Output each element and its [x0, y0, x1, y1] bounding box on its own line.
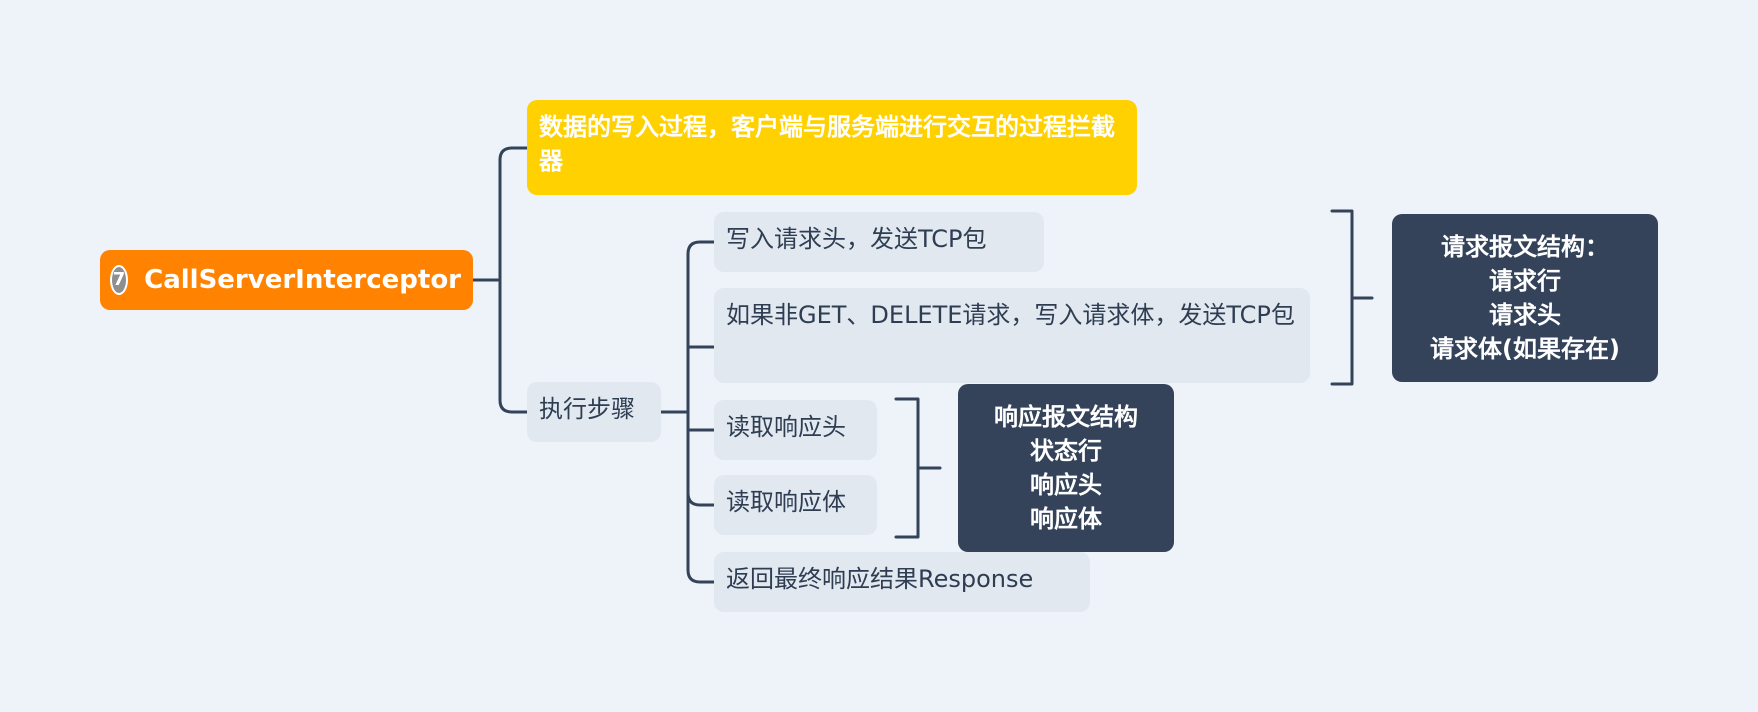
- root-node[interactable]: 7 CallServerInterceptor: [100, 250, 473, 310]
- connector-step-4: [686, 410, 716, 507]
- response-structure-line-3: 响应体: [1030, 505, 1102, 533]
- connector-step-1: [686, 240, 716, 414]
- description-node[interactable]: 数据的写入过程，客户端与服务端进行交互的过程拦截器: [527, 100, 1137, 195]
- request-structure-line-3: 请求体(如果存在): [1430, 335, 1620, 363]
- connector-root-description: [498, 146, 529, 282]
- step-item-1[interactable]: 写入请求头，发送TCP包: [714, 212, 1044, 272]
- root-label: CallServerInterceptor: [144, 265, 461, 295]
- response-bracket: [894, 397, 920, 539]
- request-structure-line-2: 请求头: [1489, 301, 1561, 329]
- request-structure-line-1: 请求行: [1489, 267, 1561, 295]
- request-bracket: [1330, 209, 1354, 386]
- step-item-5[interactable]: 返回最终响应结果Response: [714, 552, 1090, 612]
- step-item-4[interactable]: 读取响应体: [714, 475, 877, 535]
- steps-label: 执行步骤: [539, 395, 635, 423]
- response-structure-node[interactable]: 响应报文结构 状态行 响应头 响应体: [958, 384, 1174, 552]
- response-structure-title: 响应报文结构: [994, 403, 1138, 431]
- response-structure-line-1: 状态行: [1030, 437, 1102, 465]
- response-structure-line-2: 响应头: [1030, 471, 1102, 499]
- number-seven-icon: 7: [110, 265, 129, 295]
- description-text: 数据的写入过程，客户端与服务端进行交互的过程拦截器: [539, 113, 1115, 175]
- steps-node[interactable]: 执行步骤: [527, 382, 661, 442]
- step-item-5-label: 返回最终响应结果Response: [726, 565, 1034, 593]
- step-item-4-label: 读取响应体: [726, 488, 846, 516]
- step-item-2-label: 如果非GET、DELETE请求，写入请求体，发送TCP包: [726, 301, 1295, 329]
- step-item-1-label: 写入请求头，发送TCP包: [726, 225, 987, 253]
- request-structure-title: 请求报文结构：: [1441, 233, 1609, 261]
- connector-step-5: [686, 491, 716, 584]
- connector-root-steps: [498, 278, 529, 414]
- step-item-2[interactable]: 如果非GET、DELETE请求，写入请求体，发送TCP包: [714, 288, 1310, 383]
- step-item-3[interactable]: 读取响应头: [714, 400, 877, 460]
- request-structure-node[interactable]: 请求报文结构： 请求行 请求头 请求体(如果存在): [1392, 214, 1658, 382]
- step-item-3-label: 读取响应头: [726, 413, 846, 441]
